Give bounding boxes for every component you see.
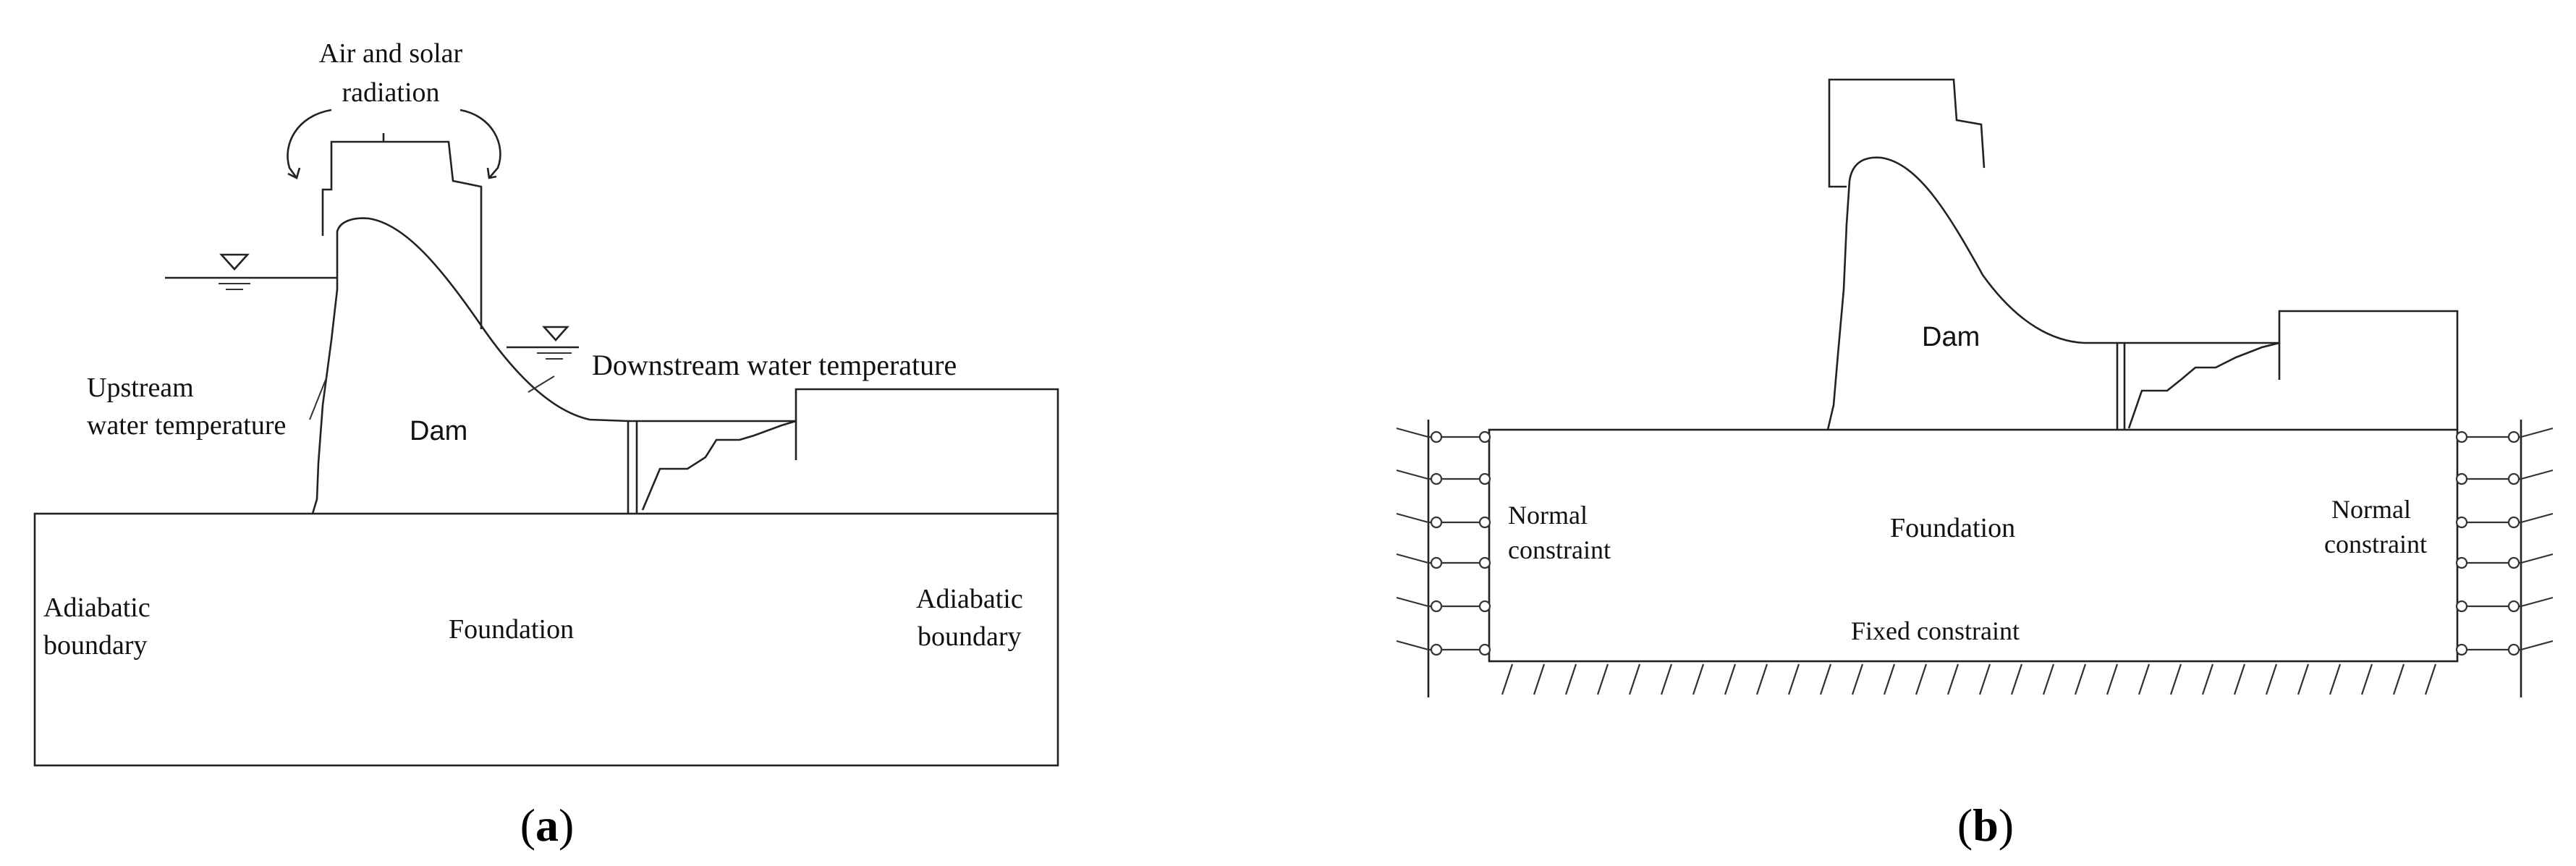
- roller-support: [1396, 553, 1491, 569]
- right-rollers: [2455, 427, 2554, 656]
- caption-b-letter: b: [1973, 799, 1999, 851]
- caption-a-open: (: [520, 799, 535, 851]
- label-normal-right-2: constraint: [2324, 530, 2427, 559]
- hatch-mark: [1724, 663, 1737, 695]
- hatch-mark: [2329, 663, 2342, 695]
- basin-profile-b: [2127, 341, 2280, 429]
- label-normal-left-2: constraint: [1508, 535, 1611, 564]
- caption-b: (b): [1957, 799, 2014, 851]
- hatch-mark: [2233, 663, 2246, 695]
- label-dam-a: Dam: [410, 416, 467, 446]
- hatch-mark: [2201, 663, 2214, 695]
- downstream-water-marker: [542, 326, 569, 341]
- roller-support: [1396, 640, 1491, 656]
- panel-a: Air and solar radiation Upstream water t…: [33, 38, 1059, 851]
- dam-outline-b: [1826, 156, 2119, 430]
- label-foundation-a: Foundation: [449, 614, 574, 645]
- hatch-mark: [2392, 663, 2405, 695]
- panel-b: Dam Foundation Normal constraint Normal …: [1396, 78, 2554, 851]
- left-rollers: [1396, 427, 1491, 656]
- hatch-mark: [1978, 663, 1991, 695]
- hatch-mark: [1851, 663, 1864, 695]
- hatch-mark: [2106, 663, 2119, 695]
- label-adiabatic-left-2: boundary: [43, 630, 148, 661]
- label-foundation-b: Foundation: [1890, 513, 2015, 543]
- radiation-arrow-left: [287, 109, 332, 179]
- label-adiabatic-right-2: boundary: [918, 621, 1022, 652]
- label-upstream-line1: Upstream: [87, 373, 194, 403]
- hatch-mark: [1628, 663, 1641, 695]
- stilling-basin-b: [2117, 310, 2459, 430]
- roller-support: [1396, 596, 1491, 613]
- upstream-leader: [309, 375, 328, 420]
- radiation-arrowhead-left: [287, 167, 301, 179]
- stilling-basin-a: [628, 388, 1059, 514]
- foundation-block-b: [1488, 428, 2459, 663]
- caption-b-open: (: [1957, 799, 1973, 851]
- hatch-mark: [1915, 663, 1928, 695]
- label-fixed-constraint: Fixed constraint: [1851, 616, 2020, 645]
- roller-support: [1396, 469, 1491, 485]
- hatch-mark: [1883, 663, 1896, 695]
- roller-support: [2455, 469, 2554, 485]
- hatch-mark: [2297, 663, 2310, 695]
- hatch-mark: [1819, 663, 1832, 695]
- dam-crest-b: [1828, 78, 1986, 188]
- roller-support: [1396, 427, 1491, 443]
- hatch-mark: [1946, 663, 1959, 695]
- basin-profile-a: [641, 420, 797, 511]
- fixed-constraint-hatch: [1501, 663, 2437, 695]
- caption-a-letter: a: [535, 799, 559, 851]
- roller-support: [2455, 596, 2554, 613]
- roller-support: [2455, 512, 2554, 529]
- hatch-mark: [1564, 663, 1577, 695]
- roller-support: [1396, 512, 1491, 529]
- label-normal-right-1: Normal: [2331, 495, 2411, 524]
- hatch-mark: [1533, 663, 1546, 695]
- radiation-arrowhead-right: [486, 167, 497, 179]
- downstream-leader: [528, 375, 555, 393]
- caption-b-close: ): [1999, 799, 2014, 851]
- label-adiabatic-left-1: Adiabatic: [43, 593, 151, 623]
- radiation-arrow-right: [459, 109, 501, 179]
- caption-a: (a): [520, 799, 575, 851]
- label-dam-b: Dam: [1922, 322, 1980, 352]
- label-air-solar: Air and solar: [319, 38, 463, 69]
- roller-support: [2455, 640, 2554, 656]
- hatch-mark: [2010, 663, 2023, 695]
- hatch-mark: [2138, 663, 2151, 695]
- label-downstream: Downstream water temperature: [592, 349, 957, 381]
- label-adiabatic-right-1: Adiabatic: [916, 584, 1023, 614]
- hatch-mark: [1596, 663, 1609, 695]
- roller-support: [2455, 427, 2554, 443]
- hatch-mark: [2074, 663, 2087, 695]
- label-normal-left-1: Normal: [1508, 501, 1588, 530]
- upstream-water-marker: [219, 253, 250, 271]
- label-radiation: radiation: [342, 77, 439, 108]
- dam-crest-a: [321, 140, 483, 329]
- hatch-mark: [2424, 663, 2437, 695]
- hatch-mark: [1501, 663, 1514, 695]
- dam-outline-a: [311, 217, 630, 514]
- hatch-mark: [2265, 663, 2278, 695]
- caption-a-close: ): [559, 799, 574, 851]
- hatch-mark: [1787, 663, 1800, 695]
- hatch-mark: [1692, 663, 1705, 695]
- hatch-mark: [2169, 663, 2182, 695]
- hatch-mark: [1755, 663, 1768, 695]
- hatch-mark: [1660, 663, 1673, 695]
- label-upstream-line2: water temperature: [87, 410, 286, 441]
- hatch-mark: [2360, 663, 2373, 695]
- hatch-mark: [2042, 663, 2055, 695]
- roller-support: [2455, 553, 2554, 569]
- foundation-block-a: [33, 512, 1059, 767]
